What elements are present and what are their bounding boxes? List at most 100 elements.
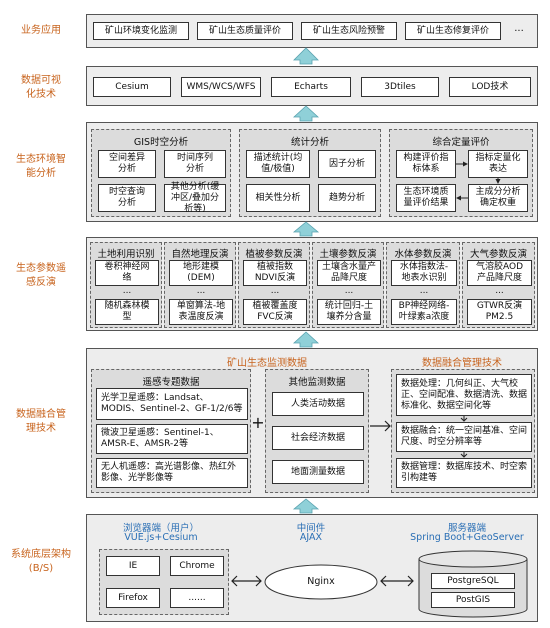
inv-water-dots: ... bbox=[419, 286, 429, 296]
inv-water-chla[interactable]: BP神经网络-叶绿素a浓度 bbox=[391, 299, 457, 325]
side-label-arch: 系统底层架构(B/S) bbox=[11, 549, 71, 574]
eval-quantify[interactable]: 指标定量化表达 bbox=[468, 150, 528, 178]
mgmt-processing[interactable]: 数据处理：几何纠正、大气校正、空间配准、数据清洗、数据标准化、数据空间化等 bbox=[396, 374, 532, 416]
viz-3dtiles[interactable]: 3Dtiles bbox=[361, 77, 439, 97]
browser-panel: IE Chrome Firefox ...... bbox=[99, 549, 229, 615]
stat-trend[interactable]: 趋势分析 bbox=[318, 184, 376, 212]
arch-connectors bbox=[231, 575, 414, 587]
gis-time-series[interactable]: 时间序列分析 bbox=[164, 150, 226, 178]
side-label-viz: 数据可视化技术 bbox=[21, 75, 61, 100]
inv-title-landuse: 土地利用识别 bbox=[97, 249, 155, 260]
stat-correlation[interactable]: 相关性分析 bbox=[246, 184, 310, 212]
inv-title-water: 水体参数反演 bbox=[394, 249, 452, 260]
nginx-ellipse[interactable] bbox=[263, 563, 379, 601]
viz-layer: Cesium WMS/WCS/WFS Echarts 3Dtiles LOD技术 bbox=[86, 66, 538, 106]
other-socioeconomic[interactable]: 社会经济数据 bbox=[272, 426, 364, 450]
eval-build-index[interactable]: 构建评价指标体系 bbox=[396, 150, 456, 178]
stat-panel: 统计分析 描述统计(均值/极值) 因子分析 相关性分析 趋势分析 bbox=[239, 129, 381, 217]
inv-panel-water: 水体参数反演 水体指数法-地表水识别 ... BP神经网络-叶绿素a浓度 bbox=[386, 242, 460, 328]
gis-panel: GIS时空分析 空间差异分析 时间序列分析 时空查询分析 其他分析(缓冲区/叠加… bbox=[91, 129, 231, 217]
browser-chrome[interactable]: Chrome bbox=[170, 556, 224, 576]
rs-data-panel: 遥感专题数据 光学卫星遥感：Landsat、MODIS、Sentinel-2、G… bbox=[91, 369, 251, 493]
browser-sub: VUE.js+Cesium bbox=[124, 532, 198, 543]
apps-layer: 矿山环境变化监测 矿山生态质量评价 矿山生态风险预警 矿山生态修复评价 ... bbox=[86, 14, 538, 48]
inv-panel-geo: 自然地理反演 地形建模(DEM) ... 单窗算法-地表温度反演 bbox=[164, 242, 236, 328]
inv-landuse-cnn[interactable]: 卷积神经网络 bbox=[95, 260, 159, 286]
app-env-change[interactable]: 矿山环境变化监测 bbox=[93, 22, 189, 40]
inv-soil-moisture[interactable]: 土壤含水量产品降尺度 bbox=[317, 260, 381, 286]
viz-echarts[interactable]: Echarts bbox=[271, 77, 351, 97]
inv-water-index[interactable]: 水体指数法-地表水识别 bbox=[391, 260, 457, 286]
gis-spatiotemporal-query[interactable]: 时空查询分析 bbox=[98, 184, 156, 212]
inv-panel-soil: 土壤参数反演 土壤含水量产品降尺度 ... 统计回归-土壤养分含量 bbox=[312, 242, 384, 328]
eval-flow-arrows bbox=[456, 161, 501, 201]
mgmt-panel: 数据处理：几何纠正、大气校正、空间配准、数据清洗、数据标准化、数据空间化等 数据… bbox=[391, 369, 535, 493]
inv-air-dots: ... bbox=[495, 286, 504, 296]
browser-ie[interactable]: IE bbox=[106, 556, 160, 576]
inv-veg-dots: ... bbox=[270, 286, 280, 296]
gis-other[interactable]: 其他分析(缓冲区/叠加分析等) bbox=[164, 182, 226, 214]
mgmt-fusion[interactable]: 数据融合：统一空间基准、空间尺度、时空分辨率等 bbox=[396, 422, 532, 452]
inversion-layer: 土地利用识别 卷积神经网络 ... 随机森林模型 自然地理反演 地形建模(DEM… bbox=[86, 237, 538, 331]
fusion-left-header: 矿山生态监测数据 bbox=[227, 358, 307, 369]
browser-more[interactable]: ...... bbox=[170, 588, 224, 608]
db-postgresql[interactable]: PostgreSQL bbox=[431, 573, 515, 589]
eval-pca-weight[interactable]: 主成分分析确定权重 bbox=[468, 184, 528, 212]
layer-arrows bbox=[292, 47, 320, 514]
fusion-right-header: 数据融合管理技术 bbox=[422, 358, 502, 369]
inv-geo-lst[interactable]: 单窗算法-地表温度反演 bbox=[169, 299, 233, 325]
eval-panel: 综合定量评价 构建评价指标体系 指标定量化表达 生态环境质量评价结果 主成分分析… bbox=[389, 129, 533, 217]
inv-geo-dem[interactable]: 地形建模(DEM) bbox=[169, 260, 233, 286]
gis-spatial-diff[interactable]: 空间差异分析 bbox=[98, 150, 156, 178]
browser-header: 浏览器端（用户） bbox=[122, 523, 199, 534]
eval-result[interactable]: 生态环境质量评价结果 bbox=[396, 184, 456, 212]
inv-panel-veg: 植被参数反演 植被指数NDVI反演 ... 植被覆盖度FVC反演 bbox=[238, 242, 310, 328]
middleware-header: 中间件 bbox=[296, 523, 326, 534]
inv-title-veg: 植被参数反演 bbox=[245, 249, 303, 260]
inv-panel-landuse: 土地利用识别 卷积神经网络 ... 随机森林模型 bbox=[90, 242, 162, 328]
other-data-panel: 其他监测数据 人类活动数据 社会经济数据 地面测量数据 bbox=[265, 369, 369, 493]
analysis-layer: GIS时空分析 空间差异分析 时间序列分析 时空查询分析 其他分析(缓冲区/叠加… bbox=[86, 122, 538, 222]
other-ground-survey[interactable]: 地面测量数据 bbox=[272, 460, 364, 484]
eval-title: 综合定量评价 bbox=[432, 137, 490, 148]
stat-descriptive[interactable]: 描述统计(均值/极值) bbox=[246, 150, 310, 178]
rs-optical[interactable]: 光学卫星遥感：Landsat、MODIS、Sentinel-2、GF-1/2/6… bbox=[96, 388, 248, 420]
browser-firefox[interactable]: Firefox bbox=[106, 588, 160, 608]
other-human-activity[interactable]: 人类活动数据 bbox=[272, 392, 364, 416]
other-data-title: 其他监测数据 bbox=[288, 377, 346, 388]
server-sub: Spring Boot+GeoServer bbox=[410, 532, 524, 543]
fusion-layer: 矿山生态监测数据 数据融合管理技术 遥感专题数据 光学卫星遥感：Landsat、… bbox=[86, 348, 538, 498]
inv-title-air: 大气参数反演 bbox=[469, 249, 527, 260]
inv-air-aod[interactable]: 气溶胶AOD产品降尺度 bbox=[467, 260, 532, 286]
inv-soil-nutrient[interactable]: 统计回归-土壤养分含量 bbox=[317, 299, 381, 325]
side-label-analysis: 生态环境智能分析 bbox=[16, 154, 66, 179]
mgmt-flow-arrows bbox=[460, 416, 468, 458]
rs-microwave[interactable]: 微波卫星遥感：Sentinel-1、AMSR-E、AMSR-2等 bbox=[96, 424, 248, 454]
inv-geo-dots: ... bbox=[196, 286, 206, 296]
rs-uav[interactable]: 无人机遥感：高光谱影像、热红外影像、光学影像等 bbox=[96, 458, 248, 488]
viz-wms[interactable]: WMS/WCS/WFS bbox=[181, 77, 261, 97]
arch-layer: 浏览器端（用户） VUE.js+Cesium 中间件 AJAX 服务器端 Spr… bbox=[86, 514, 538, 622]
server-header: 服务器端 bbox=[447, 523, 486, 534]
stat-factor[interactable]: 因子分析 bbox=[318, 150, 376, 178]
side-label-apps: 业务应用 bbox=[21, 25, 61, 36]
inv-title-soil: 土壤参数反演 bbox=[319, 249, 377, 260]
side-label-fusion: 数据融合管理技术 bbox=[16, 409, 66, 434]
viz-cesium[interactable]: Cesium bbox=[93, 77, 171, 97]
app-eco-risk[interactable]: 矿山生态风险预警 bbox=[301, 22, 397, 40]
inv-air-pm25[interactable]: GTWR反演PM2.5 bbox=[467, 299, 532, 325]
inv-panel-air: 大气参数反演 气溶胶AOD产品降尺度 ... GTWR反演PM2.5 bbox=[462, 242, 535, 328]
db-postgis[interactable]: PostGIS bbox=[431, 592, 515, 608]
mgmt-management[interactable]: 数据管理：数据库技术、时空索引构建等 bbox=[396, 458, 532, 488]
nginx-label: Nginx bbox=[307, 576, 335, 587]
side-label-inversion: 生态参数遥感反演 bbox=[16, 263, 66, 288]
app-eco-quality[interactable]: 矿山生态质量评价 bbox=[197, 22, 293, 40]
inv-veg-fvc[interactable]: 植被覆盖度FVC反演 bbox=[243, 299, 307, 325]
inv-soil-dots: ... bbox=[344, 286, 354, 296]
inv-veg-ndvi[interactable]: 植被指数NDVI反演 bbox=[243, 260, 307, 286]
inv-title-geo: 自然地理反演 bbox=[171, 249, 229, 260]
inv-landuse-rf[interactable]: 随机森林模型 bbox=[95, 299, 159, 325]
viz-lod[interactable]: LOD技术 bbox=[449, 77, 531, 97]
plus-sign: + bbox=[251, 413, 265, 432]
app-eco-restore[interactable]: 矿山生态修复评价 bbox=[405, 22, 501, 40]
